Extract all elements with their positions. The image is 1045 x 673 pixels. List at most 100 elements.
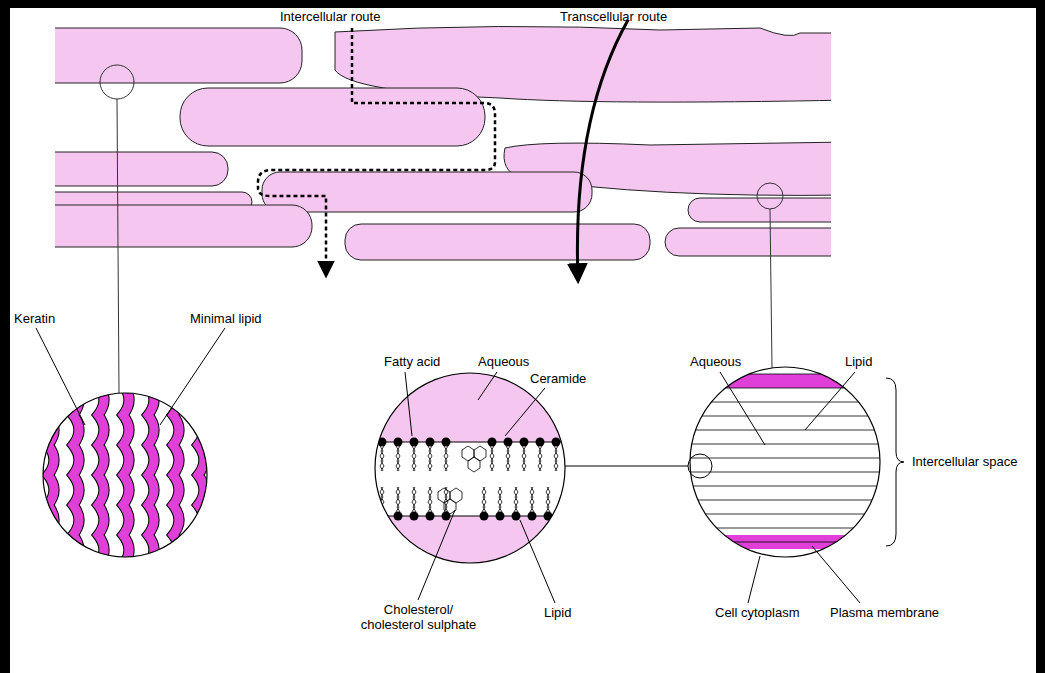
lipid-stripe [173, 385, 179, 595]
lamella-line [685, 402, 885, 403]
part-label: Intercellular space [912, 455, 1018, 470]
corneocytes [55, 26, 831, 260]
keratin-stripe-edge [198, 385, 204, 595]
lipid-tail [546, 487, 549, 512]
lipid-tail [381, 446, 384, 471]
lipid-stripe [48, 385, 54, 595]
part-label: Lipid [845, 355, 872, 370]
lipid-head [426, 512, 435, 521]
lipid-tail [514, 487, 517, 512]
zoom-marker [688, 454, 712, 478]
lamella-line [685, 374, 885, 375]
lamella-line [685, 542, 885, 543]
route-label: Intercellular route [280, 10, 380, 25]
bracket [886, 378, 904, 546]
lipid-head [394, 512, 403, 521]
lipid-head [394, 438, 403, 447]
lamella-line [685, 500, 885, 501]
lipid-tail [506, 446, 509, 471]
lipid-head [552, 438, 561, 447]
part-label: Cholesterol/ cholesterol sulphate [356, 603, 481, 633]
keratin-stripe-edge [98, 385, 104, 595]
lamella-line [685, 430, 885, 431]
lipid-tail [554, 446, 557, 471]
lipid-head [410, 438, 419, 447]
part-label: Lipid [544, 606, 571, 621]
zoom-marker [100, 65, 134, 99]
lipid-tail [396, 487, 399, 512]
lipid-head [512, 512, 521, 521]
zoom-circle [375, 373, 565, 563]
lipid-head [528, 512, 537, 521]
lipid-tail [547, 487, 550, 512]
lipid-head [480, 512, 489, 521]
zoom-circle [43, 393, 207, 557]
lipid-tail [412, 446, 415, 471]
keratin-zoom [40, 385, 210, 595]
part-label: Cell cytoplasm [715, 606, 800, 621]
keratin-stripe-edge [148, 385, 154, 595]
lamella-line [685, 388, 885, 389]
lipid-head [488, 438, 497, 447]
lipid-stripe [98, 385, 104, 595]
lipid-head [442, 512, 451, 521]
transcellular-route-path [577, 20, 628, 280]
lipid-tail [523, 446, 526, 471]
lipid-head [426, 438, 435, 447]
lipid-tail [428, 487, 431, 512]
lamella-line [685, 486, 885, 487]
lipid-head [496, 512, 505, 521]
lipid-tail [413, 487, 416, 512]
lipid-tail [530, 487, 533, 512]
lipid-stripe [123, 385, 129, 595]
zoom-circle [690, 367, 880, 557]
part-label: Ceramide [530, 372, 586, 387]
lipid-stripe [73, 385, 79, 595]
lamella-line [685, 472, 885, 473]
lipid-tail [507, 446, 510, 471]
part-label: Fatty acid [384, 355, 440, 370]
lipid-tail [397, 446, 400, 471]
lamellae-zoom [685, 362, 885, 562]
part-label: Aqueous [690, 355, 741, 370]
part-label: Keratin [14, 312, 55, 327]
bilayer-zoom [370, 370, 570, 570]
lipid-tail [397, 487, 400, 512]
zoom-leader [565, 466, 688, 467]
lipid-tail [396, 446, 399, 471]
zoom-leader [770, 209, 772, 368]
lipid-tail [522, 446, 525, 471]
part-label: Plasma membrane [830, 606, 939, 621]
lipid-tail [428, 446, 431, 471]
lipid-tail [490, 446, 493, 471]
lamella-line [685, 416, 885, 417]
zoom-leader [117, 99, 119, 393]
lamella-line [685, 458, 885, 459]
lipid-head [544, 512, 553, 521]
lipid-tail [429, 487, 432, 512]
lipid-tail [491, 446, 494, 471]
lipid-tail [499, 487, 502, 512]
lipid-tail [444, 487, 447, 512]
lipid-tail [498, 487, 501, 512]
keratin-stripe-edge [73, 385, 79, 595]
part-label: Minimal lipid [190, 312, 262, 327]
lamella-line [685, 444, 885, 445]
lipid-tail [483, 487, 486, 512]
lipid-head [410, 512, 419, 521]
zoom-marker [757, 183, 783, 209]
lipid-tail [380, 446, 383, 471]
lipid-tail [515, 487, 518, 512]
lipid-head [520, 438, 529, 447]
lipid-head [536, 438, 545, 447]
keratin-stripe-edge [123, 385, 129, 595]
lipid-tail [445, 446, 448, 471]
lipid-tail [444, 446, 447, 471]
lipid-tail [539, 446, 542, 471]
lipid-tail [429, 446, 432, 471]
lipid-head [442, 438, 451, 447]
lamella-line [685, 514, 885, 515]
leader-lines [36, 328, 860, 603]
